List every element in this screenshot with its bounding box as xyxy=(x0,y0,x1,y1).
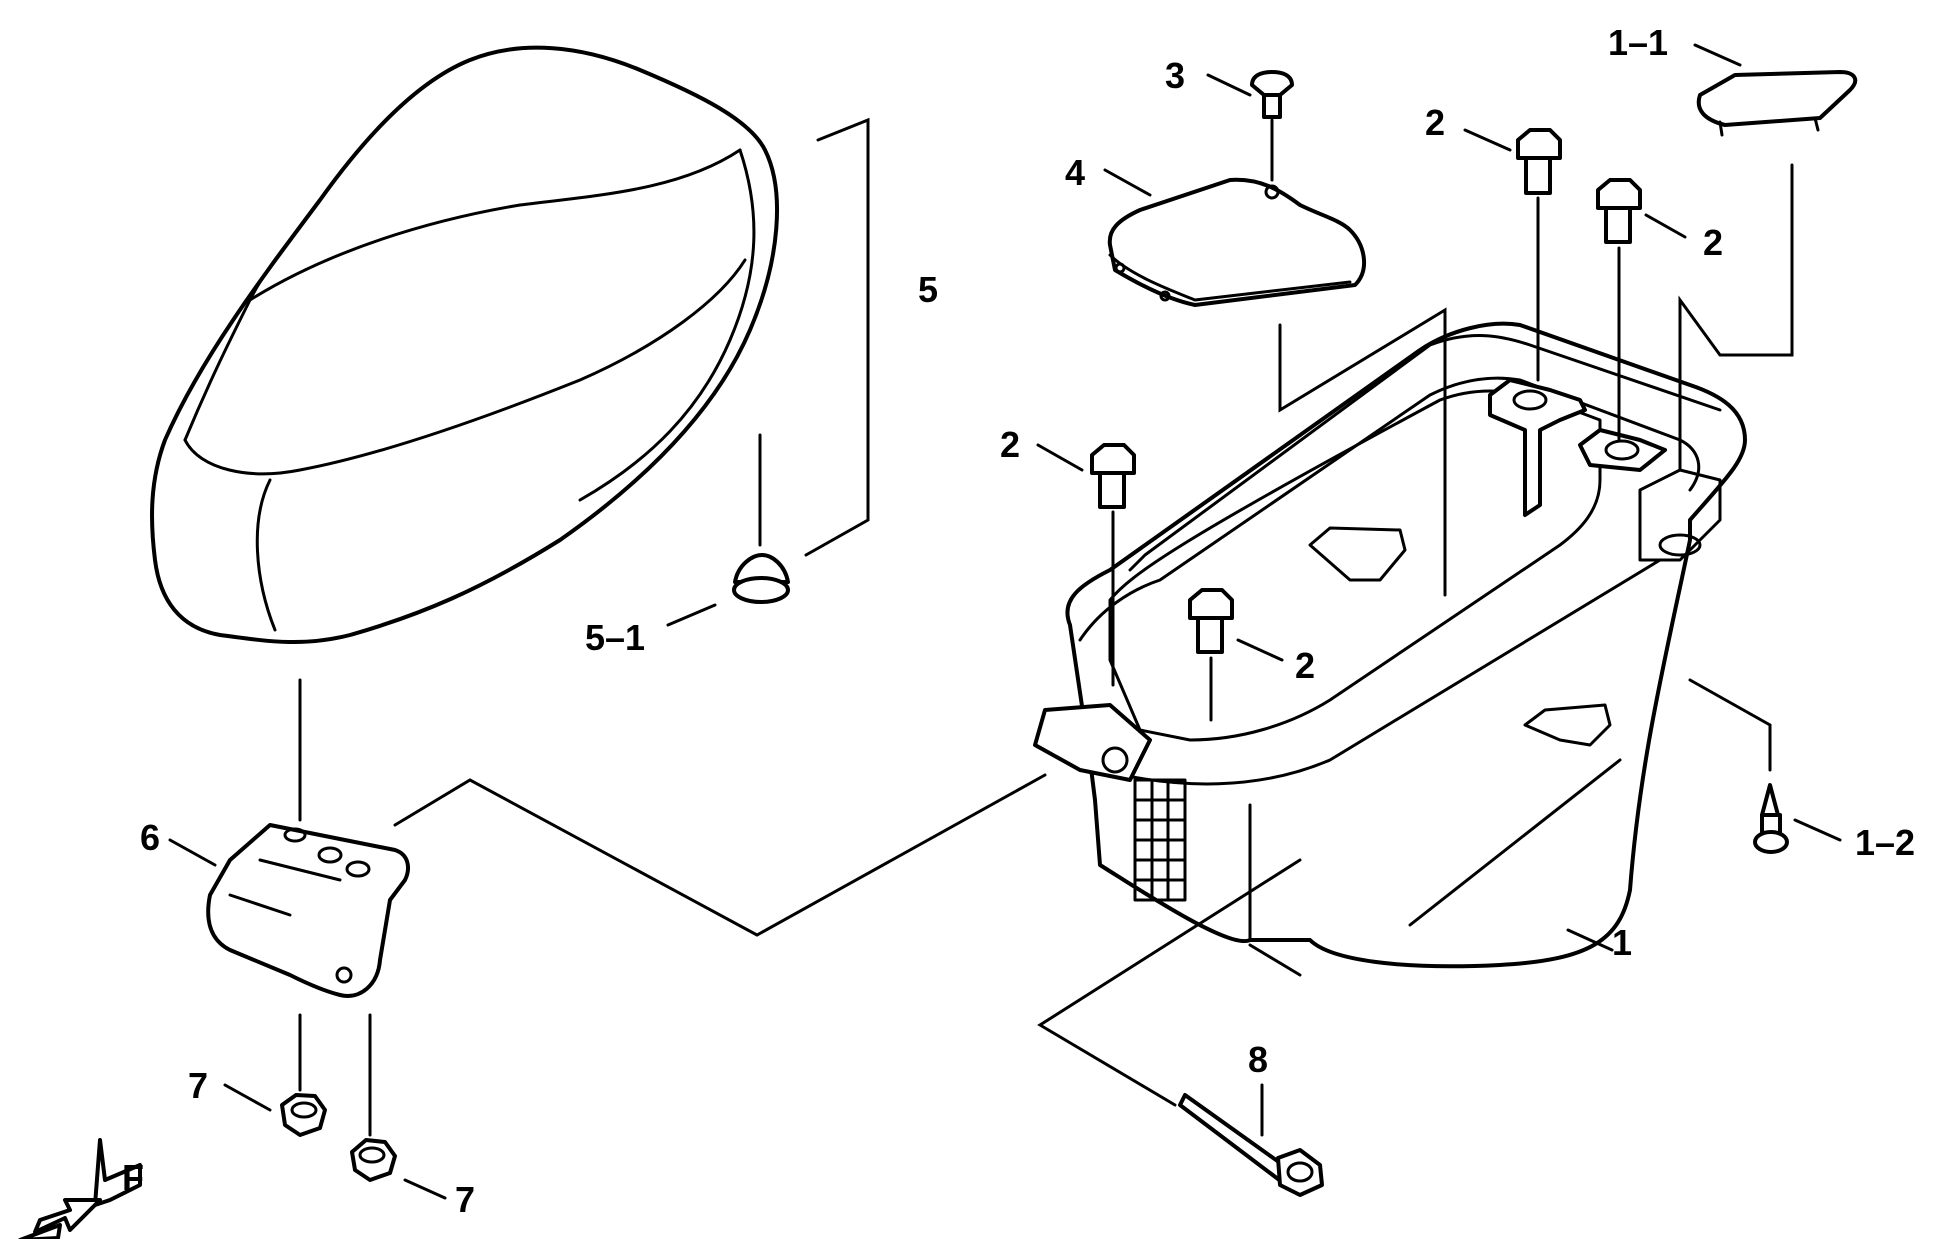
callout-2d: 2 xyxy=(1295,645,1315,686)
callout-8: 8 xyxy=(1248,1039,1268,1080)
rubber-cushion-part xyxy=(732,553,790,604)
long-bolt-part-8 xyxy=(1178,1093,1324,1197)
callout-1-2: 1–2 xyxy=(1855,822,1915,863)
callout-1-1: 1–1 xyxy=(1608,22,1668,63)
callout-7b: 7 xyxy=(455,1179,475,1220)
inspection-lid-part xyxy=(1107,177,1367,307)
bolt-part-2d xyxy=(1188,588,1234,654)
front-direction-icon: F xyxy=(18,1138,144,1239)
callout-1: 1 xyxy=(1612,922,1632,963)
callout-6: 6 xyxy=(140,817,160,858)
direction-letter: F xyxy=(122,1157,144,1198)
vent-grille xyxy=(1133,778,1187,902)
callout-7a: 7 xyxy=(188,1065,208,1106)
bolt-part-2b xyxy=(1596,178,1642,244)
callout-2c: 2 xyxy=(1000,424,1020,465)
callout-2a: 2 xyxy=(1425,102,1445,143)
callout-5: 5 xyxy=(918,269,938,310)
bolt-part-2a xyxy=(1516,128,1562,195)
screw-part-3 xyxy=(1250,70,1294,119)
seat-part xyxy=(150,45,779,645)
callout-4: 4 xyxy=(1065,152,1085,193)
callout-2b: 2 xyxy=(1703,222,1723,263)
bolt-part-2c xyxy=(1090,443,1136,509)
small-cap-part xyxy=(1696,70,1858,137)
nut-part-7b xyxy=(350,1138,397,1182)
nut-part-7a xyxy=(280,1093,327,1137)
callout-3: 3 xyxy=(1165,55,1185,96)
storage-box-part xyxy=(1033,321,1747,969)
clip-part-1-2 xyxy=(1753,783,1789,854)
callout-5-1: 5–1 xyxy=(585,617,645,658)
seat-hinge-bracket xyxy=(206,823,410,998)
